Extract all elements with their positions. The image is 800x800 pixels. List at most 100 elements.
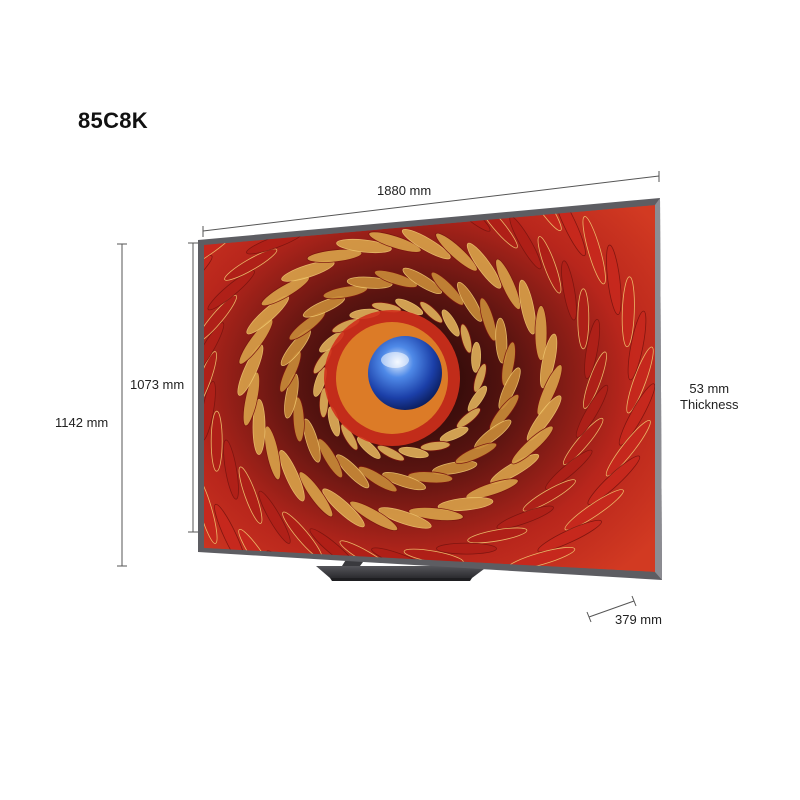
screen-petal	[495, 258, 521, 310]
screen-petal	[291, 163, 361, 177]
screen-petal	[545, 449, 593, 490]
screen-petal	[376, 444, 405, 462]
stand-depth-dimension-line	[586, 595, 637, 623]
screen-petal	[298, 471, 334, 518]
screen-petal	[401, 228, 451, 260]
orb-graphic	[368, 336, 442, 410]
screen-petal	[587, 455, 641, 505]
screen-petal	[356, 436, 381, 459]
screen-petal	[539, 333, 558, 389]
screen-petal	[496, 505, 554, 530]
screen-height-label: 1073 mm	[130, 377, 185, 392]
screen-petal	[439, 426, 469, 442]
screen-petal	[454, 442, 498, 464]
screen-petal	[281, 260, 335, 282]
screen-petal	[430, 271, 465, 306]
screen-petal	[606, 244, 622, 315]
screen-petal	[484, 205, 534, 210]
screen-petal	[252, 399, 266, 455]
screen-petal	[441, 309, 460, 337]
screen-petal	[374, 269, 418, 288]
screen-petal	[473, 363, 487, 393]
screen-petal	[357, 465, 398, 493]
screen-petal	[466, 242, 502, 289]
screen-petal	[584, 319, 601, 379]
screen-petal	[292, 396, 305, 443]
screen-petal	[346, 276, 393, 289]
screen-petal	[306, 248, 363, 263]
screen-petal	[467, 385, 488, 412]
screen-petal	[204, 322, 225, 376]
screen-petal	[365, 583, 435, 618]
screen-petal	[564, 489, 624, 531]
screen-petal	[223, 439, 239, 500]
screen-petal	[207, 270, 255, 311]
screen-petal	[456, 407, 481, 429]
screen-petal	[419, 440, 451, 452]
screen-petal	[224, 248, 278, 281]
screen-petal	[318, 387, 329, 419]
screen-petal	[317, 438, 343, 479]
screen-petal	[561, 260, 577, 321]
screen-petal	[365, 142, 435, 177]
screen-petal	[437, 497, 494, 512]
screen-petal	[520, 205, 562, 232]
screen-petal	[419, 301, 444, 324]
screen-petal	[435, 232, 478, 272]
screen-petal	[142, 345, 177, 415]
screen-petal	[204, 255, 213, 305]
screen-petal	[204, 381, 216, 441]
screen-petal	[340, 423, 359, 451]
total-height-dimension-line	[117, 243, 127, 567]
screen-petal	[150, 379, 175, 450]
screen-petal	[224, 205, 293, 214]
screen-petal	[465, 478, 519, 500]
screen-petal	[402, 586, 473, 611]
screen-petal	[511, 425, 554, 465]
screen-petal	[395, 298, 424, 316]
screen-petal	[327, 406, 341, 437]
screen-petal	[605, 419, 651, 477]
screen-petal	[336, 238, 392, 254]
screen-petal	[371, 205, 429, 213]
screen-petal	[204, 351, 217, 409]
screen-petal	[627, 310, 647, 381]
screen-petal	[439, 583, 509, 597]
tv-screen	[141, 142, 655, 620]
screen-petal	[141, 312, 185, 379]
screen-petal	[563, 417, 604, 466]
screen-petal	[621, 276, 635, 348]
screen-petal	[256, 173, 327, 193]
width-label: 1880 mm	[377, 183, 432, 198]
screen-petal	[329, 576, 396, 620]
screen-petal	[518, 279, 536, 335]
screen-petal	[242, 371, 261, 427]
screen-petal	[443, 144, 506, 197]
screen-petal	[258, 490, 291, 544]
screen-petal	[436, 542, 497, 555]
screen-petal	[402, 267, 443, 295]
screen-petal	[336, 205, 397, 212]
screen-petal	[349, 500, 399, 532]
screen-petal	[378, 507, 432, 529]
thickness-caption: Thickness	[680, 397, 739, 412]
screen-petal	[495, 317, 508, 364]
screen-petal	[382, 472, 426, 491]
screen-petal	[210, 410, 223, 472]
screen-petal	[536, 364, 563, 416]
screen-petal	[479, 297, 497, 342]
screen-petal	[335, 454, 370, 489]
screen-petal	[238, 466, 263, 524]
screen-petal	[322, 488, 365, 528]
screen-petal	[204, 294, 237, 343]
screen-petal	[575, 384, 609, 438]
screen-petal	[457, 281, 483, 322]
screen-petal	[145, 281, 198, 344]
screen-petal	[577, 288, 590, 350]
total-height-label: 1142 mm	[55, 415, 109, 430]
screen-petal	[459, 323, 473, 354]
screen-petal	[237, 344, 264, 396]
screen-petal	[264, 425, 282, 481]
screen-petal	[537, 519, 602, 553]
